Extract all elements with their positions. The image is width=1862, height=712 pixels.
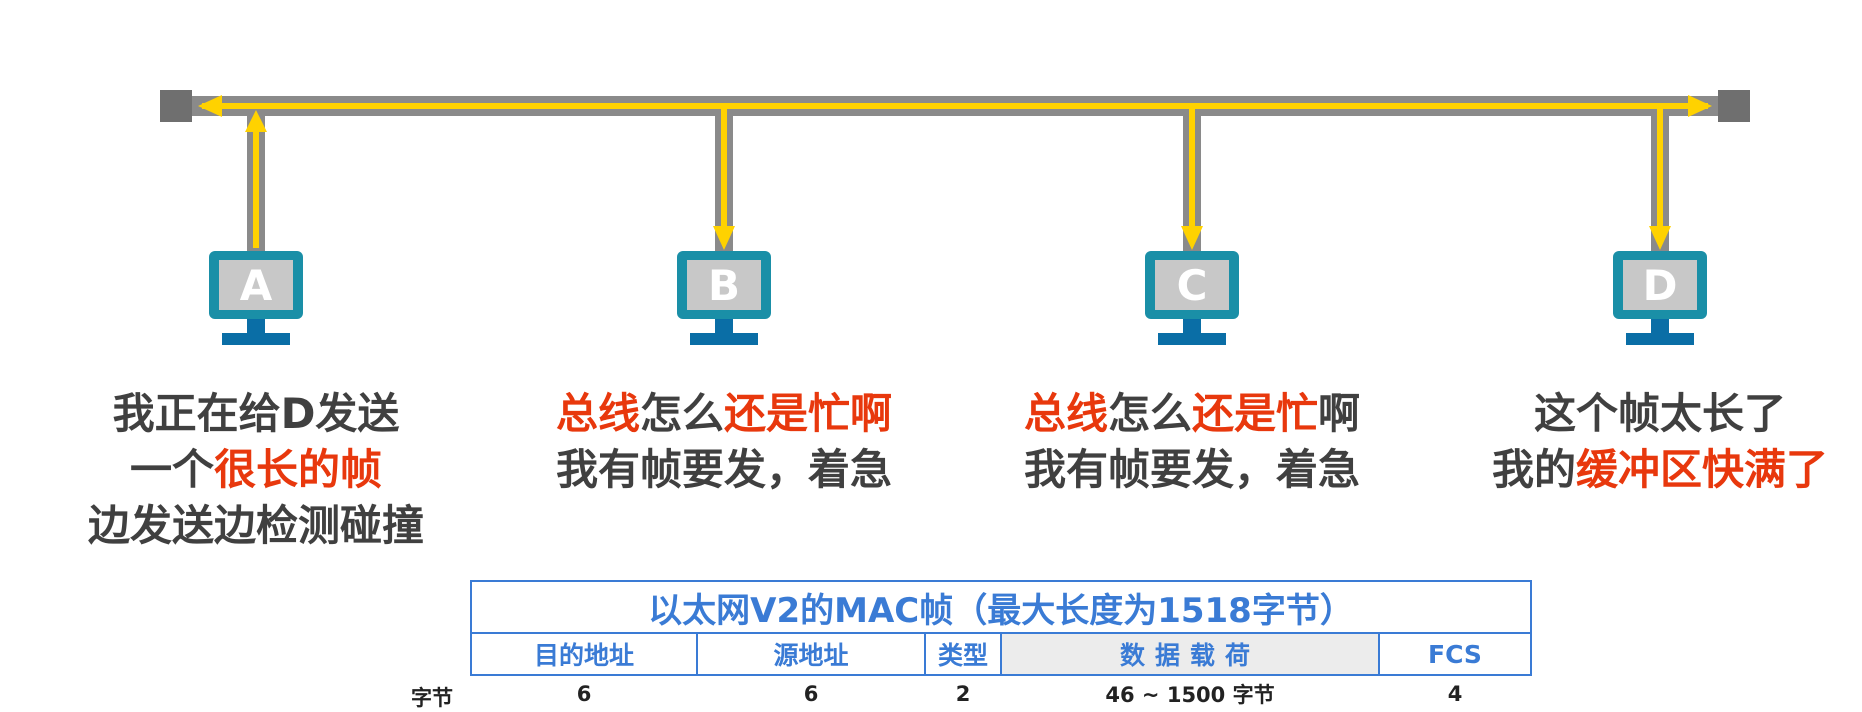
- caption-highlight: 还是忙啊: [724, 389, 893, 438]
- field-dest-address: 目的地址: [470, 632, 698, 676]
- monitor-base-d: [1626, 333, 1694, 345]
- caption-station-a: 我正在给D发送一个很长的帧边发送边检测碰撞: [36, 386, 476, 554]
- monitor-screen-a: [219, 260, 293, 310]
- caption-text: 怎么: [639, 389, 724, 438]
- monitor-neck-b: [715, 319, 733, 333]
- field-fcs: FCS: [1378, 632, 1532, 676]
- station-label-b: B: [708, 261, 740, 310]
- signal-arrow-down-d: [1649, 226, 1671, 250]
- caption-text: 边发送边检测碰撞: [87, 501, 424, 550]
- signal-arrow-left: [198, 95, 222, 117]
- field-payload: 数据载荷: [1000, 632, 1380, 676]
- station-label-a: A: [240, 261, 273, 310]
- bytes-src: 6: [803, 682, 819, 706]
- caption-line: 边发送边检测碰撞: [36, 498, 476, 554]
- caption-line: 总线怎么还是忙啊: [972, 386, 1412, 442]
- field-type: 类型: [924, 632, 1002, 676]
- monitor-base-c: [1158, 333, 1226, 345]
- caption-text: 这个帧太长了: [1533, 389, 1786, 438]
- caption-highlight: 总线: [1023, 389, 1108, 438]
- caption-line: 我正在给D发送: [36, 386, 476, 442]
- bytes-dest-value: 6: [576, 682, 592, 706]
- bytes-fcs: 4: [1447, 682, 1463, 706]
- station-label-c: C: [1177, 261, 1208, 310]
- monitor-neck-d: [1651, 319, 1669, 333]
- frame-fields-row: 目的地址 源地址 类型 数据载荷 FCS: [470, 632, 1532, 676]
- caption-station-d: 这个帧太长了我的缓冲区快满了: [1440, 386, 1862, 498]
- caption-line: 这个帧太长了: [1440, 386, 1862, 442]
- caption-text: 啊: [1318, 389, 1361, 438]
- monitor-screen-b: [687, 260, 761, 310]
- caption-text: 我有帧要发，着急: [555, 445, 892, 494]
- caption-highlight: 还是忙: [1192, 389, 1319, 438]
- bytes-payload: 46 ~ 1500 字节: [1105, 683, 1275, 707]
- mac-frame-table: 以太网V2的MAC帧（最大长度为1518字节） 目的地址 源地址 类型 数据载荷…: [411, 580, 1532, 712]
- signal-arrow-down-c: [1181, 226, 1203, 250]
- caption-text: 我正在给D发送: [112, 389, 400, 438]
- caption-text: 一个: [129, 445, 214, 494]
- caption-line: 总线怎么还是忙啊: [504, 386, 944, 442]
- monitor-base-b: [690, 333, 758, 345]
- caption-line: 我的缓冲区快满了: [1440, 442, 1862, 498]
- frame-bytes-row: 字节 6 6 2 46 ~ 1500 字节 4: [411, 675, 1531, 712]
- monitor-screen-d: [1623, 260, 1697, 310]
- signal-arrow-right: [1688, 95, 1712, 117]
- caption-text: 怎么: [1107, 389, 1192, 438]
- signal-arrow-up-a: [245, 110, 267, 132]
- caption-station-c: 总线怎么还是忙啊我有帧要发，着急: [972, 386, 1412, 498]
- caption-text: 我的: [1491, 445, 1576, 494]
- field-src-address: 源地址: [696, 632, 926, 676]
- caption-highlight: 缓冲区快满了: [1576, 445, 1829, 494]
- caption-line: 我有帧要发，着急: [972, 442, 1412, 498]
- monitor-neck-a: [247, 319, 265, 333]
- bus-terminator-right: [1718, 90, 1750, 122]
- bytes-label: 字节: [411, 686, 453, 710]
- monitor-screen-c: [1155, 260, 1229, 310]
- caption-text: 我有帧要发，着急: [1023, 445, 1360, 494]
- caption-station-b: 总线怎么还是忙啊我有帧要发，着急: [504, 386, 944, 498]
- bus-terminator-left: [160, 90, 192, 122]
- monitor-neck-c: [1183, 319, 1201, 333]
- bytes-dest: 字节 6: [411, 675, 697, 712]
- caption-line: 一个很长的帧: [36, 442, 476, 498]
- monitor-base-a: [222, 333, 290, 345]
- caption-highlight: 总线: [555, 389, 640, 438]
- caption-line: 我有帧要发，着急: [504, 442, 944, 498]
- station-label-d: D: [1643, 261, 1678, 310]
- caption-highlight: 很长的帧: [214, 445, 383, 494]
- bytes-type: 2: [955, 682, 971, 706]
- mac-frame-title: 以太网V2的MAC帧（最大长度为1518字节）: [470, 580, 1532, 634]
- signal-arrow-down-b: [713, 226, 735, 250]
